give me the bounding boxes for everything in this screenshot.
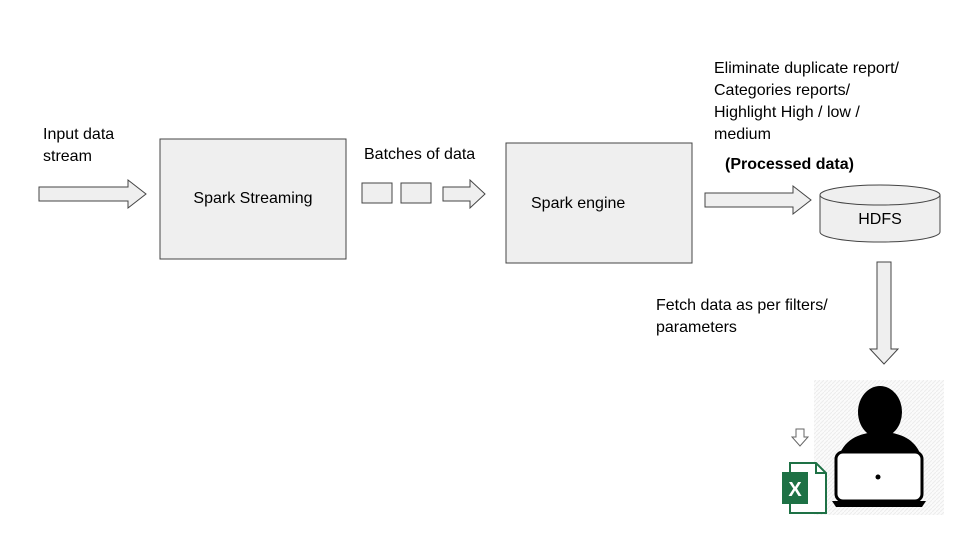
fetch-arrow: [868, 261, 900, 365]
batch-arrow: [442, 178, 486, 210]
hdfs-label: HDFS: [858, 211, 902, 228]
user-at-laptop-icon: [832, 386, 926, 507]
processing-label-line3: Highlight High / low /: [714, 104, 860, 121]
excel-file-icon: X: [782, 462, 827, 514]
processed-arrow: [704, 184, 812, 216]
processed-data-label: (Processed data): [725, 156, 854, 173]
down-arrow-icon: [790, 428, 810, 447]
processing-label-line2: Categories reports/: [714, 82, 851, 99]
excel-letter: X: [788, 479, 802, 501]
input-arrow: [38, 178, 147, 210]
spark-engine-box: [505, 142, 693, 264]
input-label-line1: Input data: [43, 126, 115, 143]
spark-streaming-label: Spark Streaming: [193, 190, 313, 207]
batch-box-2: [400, 182, 432, 204]
fetch-label-line1: Fetch data as per filters/: [656, 297, 828, 314]
spark-streaming-box: [159, 138, 347, 260]
hdfs-cylinder: [819, 184, 941, 243]
fetch-label-line2: parameters: [656, 319, 737, 336]
processing-label-line1: Eliminate duplicate report/: [714, 60, 899, 77]
batches-label: Batches of data: [364, 146, 476, 163]
spark-engine-label: Spark engine: [531, 195, 626, 212]
input-label-line2: stream: [43, 148, 92, 165]
batch-box-1: [361, 182, 393, 204]
processing-label-line4: medium: [714, 126, 771, 143]
